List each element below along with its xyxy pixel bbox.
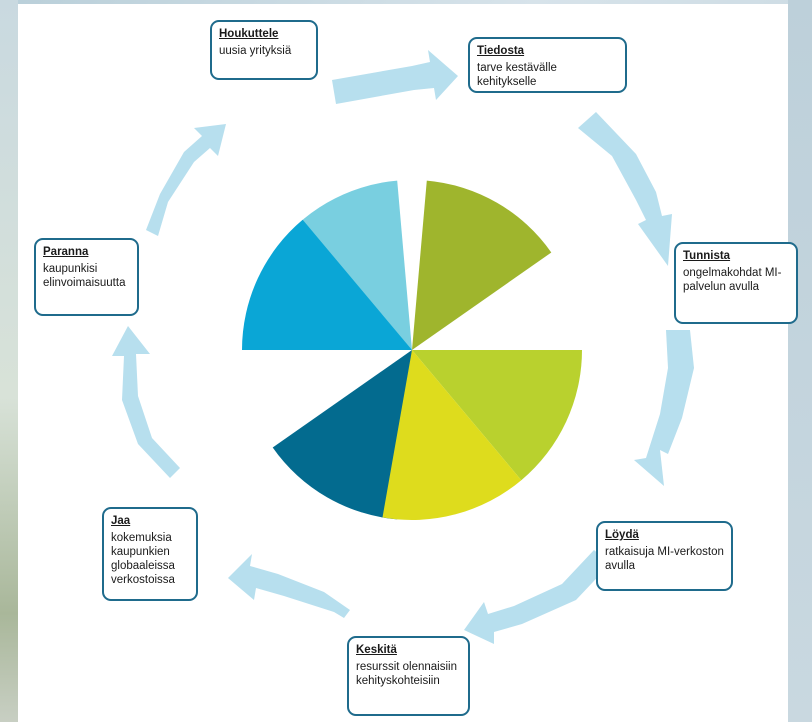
step-card-keskita: Keskitä resurssit olennaisiin kehityskoh… — [347, 636, 470, 716]
step-description: ratkaisuja MI-verkoston avulla — [605, 546, 724, 572]
pinwheel-blade — [272, 350, 412, 520]
step-title: Löydä — [605, 529, 639, 541]
diagram-graphics — [112, 50, 694, 644]
step-description: uusia yrityksiä — [219, 45, 292, 57]
step-title: Tiedosta — [477, 45, 525, 57]
step-title: Houkuttele — [219, 28, 279, 40]
cycle-arrow — [634, 330, 694, 486]
pinwheel-blade — [382, 350, 522, 520]
pinwheel-blade — [272, 180, 412, 350]
step-description: kaupunkisi elinvoimaisuutta — [43, 263, 126, 289]
cycle-arrows — [112, 50, 694, 644]
step-card-paranna: Paranna kaupunkisi elinvoimaisuutta — [34, 238, 139, 316]
cycle-diagram-canvas: Houkuttele uusia yrityksiä Tiedosta tarv… — [18, 4, 798, 722]
step-description: kokemuksia kaupunkien globaaleissa verko… — [111, 532, 175, 586]
step-description: resurssit olennaisiin kehityskohteisiin — [356, 661, 457, 687]
step-description: ongelmakohdat MI- palvelun avulla — [683, 267, 782, 293]
cycle-arrow — [578, 112, 672, 266]
step-title: Tunnista — [683, 250, 731, 262]
step-title: Jaa — [111, 515, 131, 527]
background-left-strip — [0, 0, 18, 722]
pinwheel-blade — [412, 180, 552, 350]
step-card-tiedosta: Tiedosta tarve kestävälle kehitykselle — [468, 37, 627, 93]
pinwheel-logo — [242, 180, 582, 520]
step-title: Paranna — [43, 246, 89, 258]
cycle-arrow — [464, 550, 610, 644]
pinwheel-blade — [412, 350, 582, 481]
step-card-tunnista: Tunnista ongelmakohdat MI- palvelun avul… — [674, 242, 798, 324]
step-card-jaa: Jaa kokemuksia kaupunkien globaaleissa v… — [102, 507, 198, 601]
cycle-arrow — [112, 326, 180, 478]
step-description: tarve kestävälle kehitykselle — [477, 62, 557, 88]
pinwheel-blade — [242, 219, 412, 350]
background-right-strip — [788, 0, 812, 722]
step-title: Keskitä — [356, 644, 397, 656]
step-card-loyda: Löydä ratkaisuja MI-verkoston avulla — [596, 521, 733, 591]
cycle-arrow — [228, 554, 350, 618]
cycle-arrow — [146, 124, 226, 236]
step-card-houkuttele: Houkuttele uusia yrityksiä — [210, 20, 318, 80]
cycle-arrow — [332, 50, 458, 104]
